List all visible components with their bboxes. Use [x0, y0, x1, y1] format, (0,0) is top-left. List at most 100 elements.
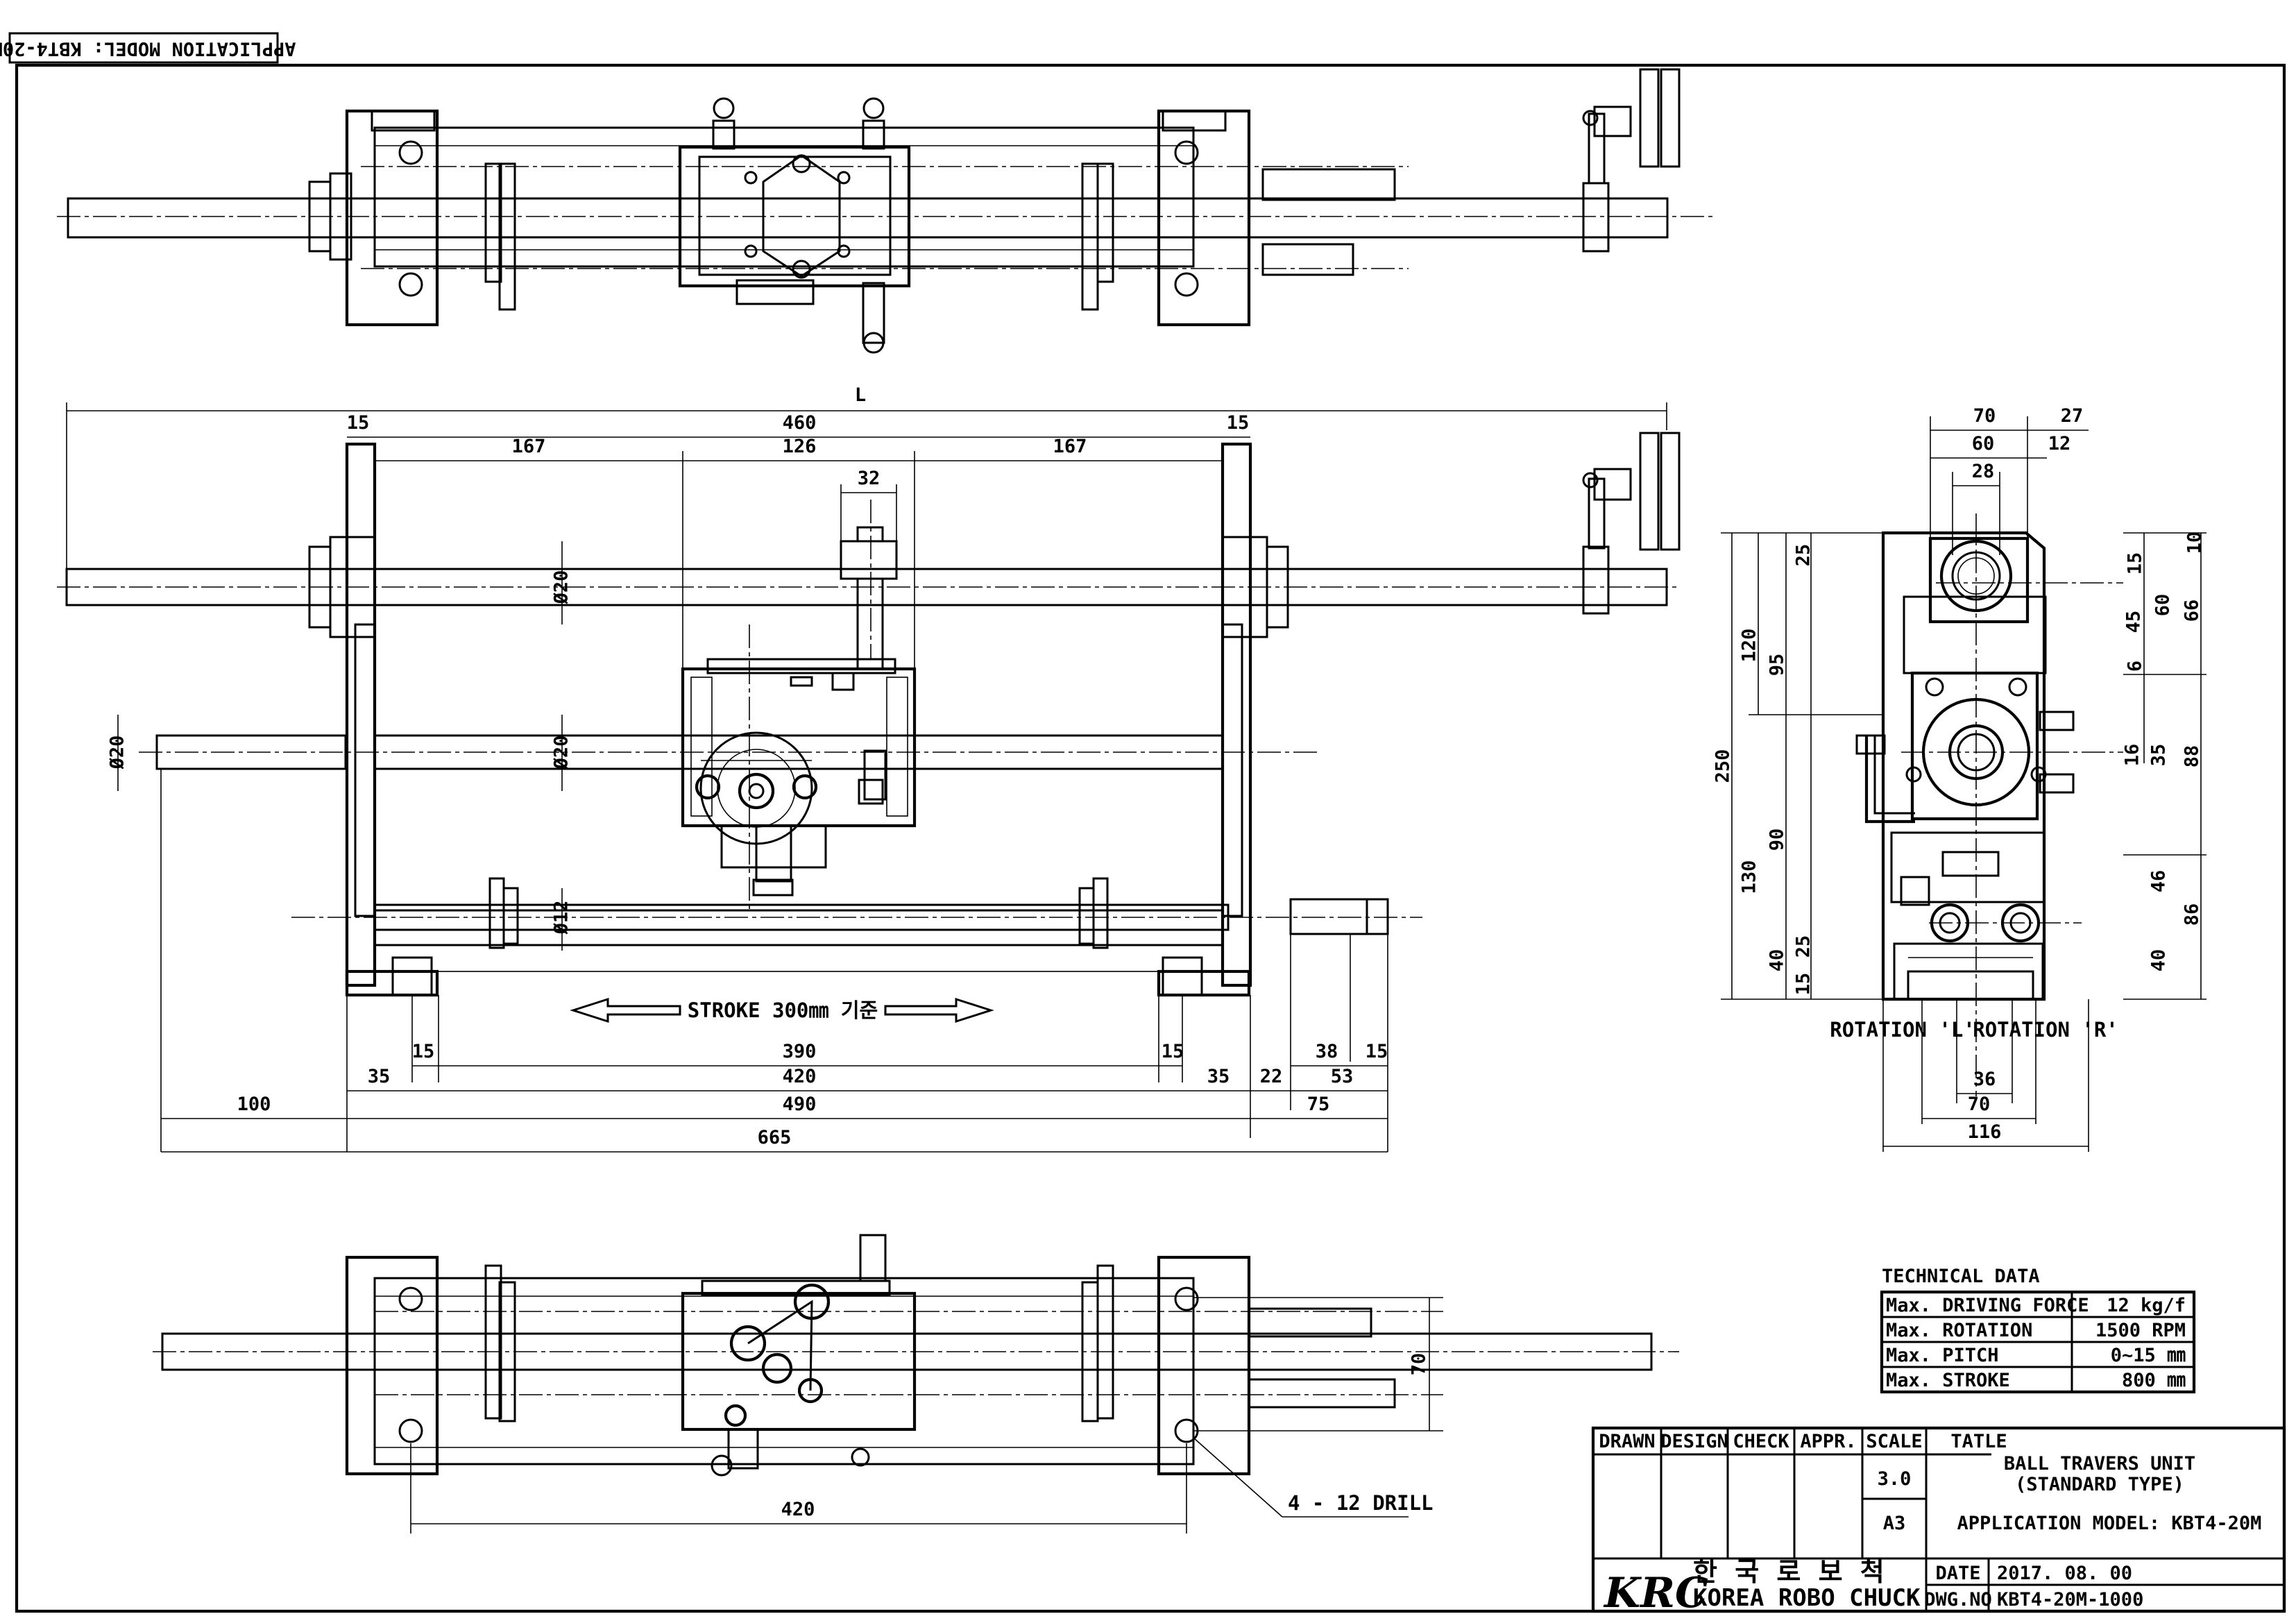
tech-row-value: 1500 RPM: [2095, 1320, 2186, 1341]
dim-460: 460: [783, 412, 817, 434]
front-left-end-frame: [345, 442, 377, 987]
bottom-view-dimensions: 70 420 4 - 12 DRILL: [410, 1297, 1443, 1533]
tech-row-value: 12 kg/f: [2107, 1295, 2186, 1316]
dim-126: 126: [783, 436, 817, 457]
drawing-title-line2: (STANDARD TYPE): [2015, 1474, 2184, 1495]
technical-data-table: TECHNICAL DATA Max. DRIVING FORCE 12 kg/…: [1880, 1266, 2196, 1394]
top-carriage: [678, 145, 911, 288]
side-dim-12: 12: [2048, 433, 2071, 454]
dwg-number-label: DWG.NO: [1924, 1589, 1992, 1611]
front-elevation-view: [57, 432, 1681, 997]
side-dim-28: 28: [1972, 461, 1995, 482]
dim-167-right: 167: [1053, 436, 1087, 457]
dim-diam-left: Ø20: [107, 736, 128, 770]
side-dim-40-left: 40: [1767, 949, 1788, 972]
corner-label-text: APPLICATION MODEL: KBT4-20M: [0, 38, 296, 60]
side-dim-86: 86: [2182, 903, 2203, 926]
side-dim-40-right: 40: [2148, 949, 2170, 972]
side-dim-116: 116: [1968, 1121, 2002, 1143]
drawing-title-line1: BALL TRAVERS UNIT: [2004, 1453, 2195, 1475]
dim-diam-lower: Ø12: [551, 901, 572, 935]
bottom-plan-view: [153, 1234, 1679, 1477]
dim-100: 100: [237, 1094, 271, 1115]
side-dim-70-top: 70: [1973, 405, 1996, 427]
side-dim-120: 120: [1739, 629, 1760, 663]
dwg-number-value: KBT4-20M-1000: [1997, 1589, 2143, 1611]
bottom-main-shaft: [161, 1332, 1653, 1371]
date-value: 2017. 08. 00: [1997, 1563, 2132, 1584]
side-dim-16: 16: [2122, 744, 2143, 767]
dim-diam-middle: Ø20: [551, 736, 572, 770]
top-left-end-block: [345, 109, 439, 327]
stroke-label: STROKE 300㎜ 기준: [688, 999, 878, 1022]
dim-15-a: 15: [412, 1041, 435, 1062]
dim-420: 420: [783, 1066, 817, 1087]
top-plan-view: [57, 68, 1714, 354]
dim-53: 53: [1331, 1066, 1354, 1087]
side-middle-bearing: [1921, 697, 2031, 807]
date-label: DATE: [1935, 1563, 1980, 1584]
side-dim-35: 35: [2148, 744, 2170, 767]
dim-15-right: 15: [1227, 412, 1250, 434]
technical-data-title: TECHNICAL DATA: [1882, 1266, 2040, 1287]
dim-32: 32: [858, 468, 881, 489]
title-header-cell: DESIGN: [1660, 1431, 1728, 1452]
rotation-right-label: ROTATION 'R': [1973, 1018, 2118, 1042]
side-dim-46: 46: [2148, 870, 2170, 893]
bottom-right-end-block: [1157, 1255, 1251, 1476]
title-header-cell: SCALE: [1866, 1431, 1922, 1452]
company-english-name: KOREA ROBO CHUCK: [1693, 1584, 1921, 1612]
side-dim-60-right: 60: [2152, 594, 2174, 617]
bottom-dim-70: 70: [1409, 1353, 1430, 1376]
dim-15-b: 15: [1162, 1041, 1184, 1062]
company-logo: KRC: [1603, 1569, 1708, 1617]
side-dim-25-top: 25: [1793, 544, 1814, 567]
side-elevation-view: [1855, 513, 2123, 1096]
side-dim-250: 250: [1712, 749, 1734, 783]
dim-35-a: 35: [368, 1066, 391, 1087]
tech-row-value: 0~15 ㎜: [2111, 1345, 2186, 1366]
dim-15-c: 15: [1366, 1041, 1388, 1062]
side-dim-27: 27: [2061, 405, 2084, 427]
side-dim-45: 45: [2123, 611, 2145, 634]
tech-row-label: Max. DRIVING FORCE: [1886, 1295, 2089, 1316]
scale-value: 3.0: [1878, 1468, 1912, 1490]
bottom-left-end-block: [345, 1255, 439, 1476]
company-korean-name: 한 국 로 보 척: [1693, 1556, 1889, 1587]
dim-390: 390: [783, 1041, 817, 1062]
dim-22: 22: [1260, 1066, 1283, 1087]
side-view-dimensions: 70 27 60 12 28 10 15 60 66 45 6 16 35 88…: [1712, 405, 2206, 1152]
bottom-dim-420: 420: [781, 1499, 815, 1520]
title-block: DRAWN DESIGN CHECK APPR. SCALE 3.0 A3 TA…: [1591, 1426, 2286, 1617]
rotation-left-label: ROTATION 'L': [1830, 1018, 1975, 1042]
paper-size: A3: [1883, 1513, 1906, 1534]
side-dim-6: 6: [2125, 661, 2146, 672]
dim-490: 490: [783, 1094, 817, 1115]
title-header-cell: CHECK: [1733, 1431, 1789, 1452]
corner-model-label: APPLICATION MODEL: KBT4-20M: [0, 32, 296, 64]
side-dim-10: 10: [2184, 532, 2206, 554]
title-header-cell: DRAWN: [1599, 1431, 1655, 1452]
title-header-cell: APPR.: [1800, 1431, 1856, 1452]
dim-665: 665: [758, 1127, 792, 1148]
side-dim-15-left: 15: [1793, 973, 1814, 996]
side-dim-66: 66: [2182, 600, 2203, 622]
side-dim-15-right: 15: [2125, 552, 2146, 575]
front-view-dimensions: L 460 15 15 167 126 167 32 Ø20 Ø20 Ø12 Ø…: [66, 384, 1667, 1153]
front-upper-shaft: [65, 568, 1668, 606]
side-upper-bearing: [1939, 539, 2013, 613]
sheet-border: [15, 63, 2286, 1613]
dim-length-label: L: [855, 384, 866, 406]
dim-15-left: 15: [347, 412, 370, 434]
side-dim-90: 90: [1767, 829, 1788, 851]
side-dim-95: 95: [1767, 654, 1788, 677]
application-model: APPLICATION MODEL: KBT4-20M: [1957, 1513, 2262, 1534]
title-label: TATLE: [1950, 1431, 2007, 1452]
tech-row-label: Max. PITCH: [1886, 1345, 1999, 1366]
top-right-end-block: [1157, 109, 1251, 327]
dim-167-left: 167: [512, 436, 546, 457]
top-main-shaft: [67, 197, 1669, 239]
side-dim-130: 130: [1739, 860, 1760, 894]
tech-row-value: 800 ㎜: [2122, 1370, 2186, 1391]
